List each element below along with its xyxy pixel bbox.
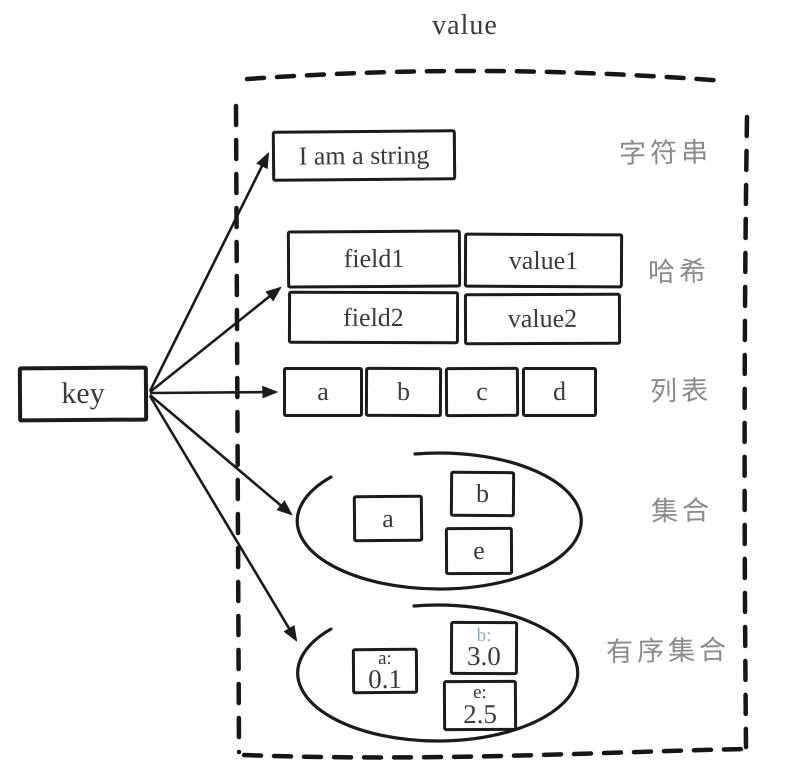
set-member-b: b: [449, 470, 516, 518]
hash-field2-cell: field2: [287, 290, 460, 345]
list-item-c: c: [444, 366, 520, 418]
arrow-key-to-hash: [149, 286, 282, 394]
zset-member-a: a: 0.1: [351, 647, 419, 695]
list-item-b: b: [364, 366, 443, 418]
zset-ellipse: [296, 603, 580, 743]
type-label-zset: 有序集合: [605, 634, 731, 669]
zset-member-b: b: 3.0: [449, 620, 519, 676]
set-member-a: a: [352, 494, 424, 543]
type-label-set: 集合: [650, 495, 714, 528]
zset-member-a-score: 0.1: [368, 664, 403, 695]
zset-member-e-score: 2.5: [463, 698, 497, 729]
arrow-key-to-set: [149, 394, 293, 516]
hash-value2-cell: value2: [463, 292, 622, 346]
zset-member-b-score: 3.0: [467, 641, 501, 672]
arrow-key-to-string: [148, 151, 270, 392]
set-ellipse: [295, 451, 583, 591]
hash-field1-cell: field1: [286, 229, 462, 289]
type-label-list: 列表: [649, 375, 713, 408]
type-label-hash: 哈希: [647, 256, 711, 289]
value-region-border-bottom: [241, 746, 747, 760]
set-member-e: e: [444, 526, 514, 576]
arrow-key-to-zset: [148, 395, 298, 642]
key-box: key: [17, 365, 149, 423]
zset-member-e: e: 2.5: [442, 679, 518, 732]
arrow-key-to-list: [149, 385, 279, 399]
string-value-box: I am a string: [271, 129, 457, 182]
value-title: value: [432, 10, 498, 41]
list-item-d: d: [522, 367, 597, 417]
value-region-border-top: [244, 68, 729, 84]
value-region-border-right: [742, 114, 750, 750]
value-region-border-left: [233, 103, 242, 755]
type-label-string: 字符串: [618, 137, 713, 170]
hash-value1-cell: value1: [463, 232, 624, 289]
list-item-a: a: [283, 367, 363, 417]
